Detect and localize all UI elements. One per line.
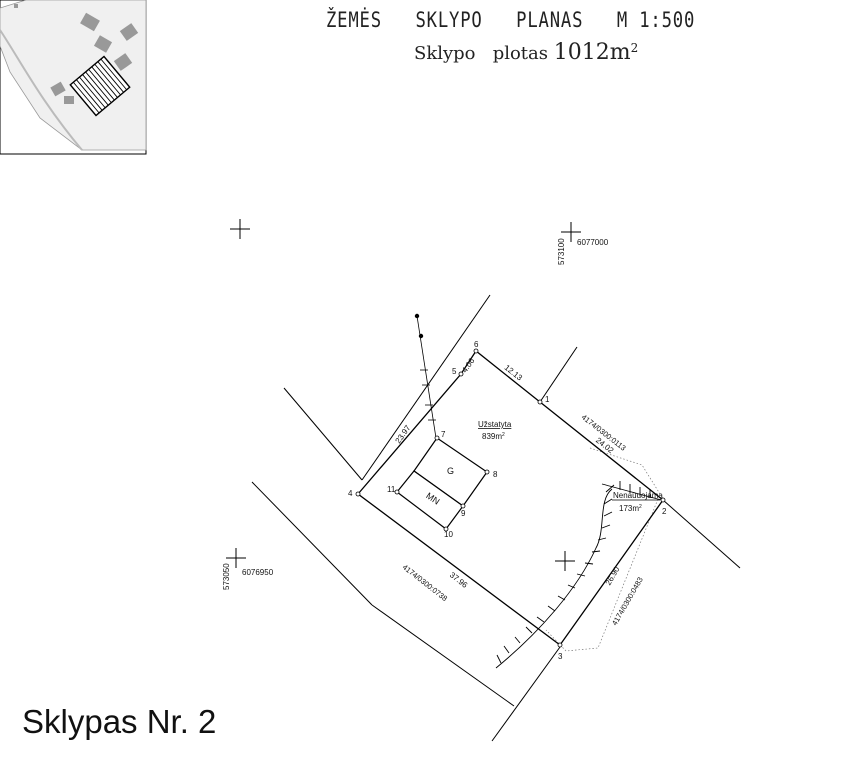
unused-area-value: 173m2: [619, 504, 642, 513]
road-edge-lines: [251, 294, 741, 742]
plot-area-value: 1012m: [553, 40, 631, 65]
boundary-points: [355, 348, 666, 648]
point-label-5: 5: [452, 367, 457, 376]
coordinate-sw-x: 6076950: [242, 568, 274, 577]
plot-caption: Sklypas Nr. 2: [22, 703, 217, 740]
built-area-value: 839m2: [482, 432, 505, 441]
point-label-4: 4: [348, 489, 353, 498]
point-label-3: 3: [558, 652, 563, 661]
built-area-label: Užstatyta 839m2: [478, 420, 512, 441]
point-label-7: 7: [441, 430, 446, 439]
neighbor-parcel-se: 4174/0300:0483: [610, 576, 645, 627]
point-label-8: 8: [493, 470, 498, 479]
unused-label: Nenaudojama: [613, 491, 663, 500]
dimension-2-3: 26.90: [604, 565, 622, 587]
point-label-11: 11: [387, 485, 396, 494]
point-label-6: 6: [474, 340, 479, 349]
unused-area-label: Nenaudojama 173m2: [612, 491, 663, 513]
point-label-1: 1: [545, 395, 550, 404]
dimension-3-4: 37.96: [448, 570, 470, 590]
neighbor-parcel-sw: 4174/0300:0738: [401, 562, 449, 602]
utility-line: [414, 313, 437, 439]
point-label-9: 9: [461, 509, 466, 518]
coordinate-ne-y: 573100: [557, 238, 566, 265]
built-label: Užstatyta: [478, 420, 512, 429]
point-label-10: 10: [444, 530, 453, 539]
dimension-5-6: 4.06: [460, 356, 477, 374]
point-label-2: 2: [662, 507, 667, 516]
plot-area-unit-sup: 2: [630, 41, 639, 55]
coordinate-sw-y: 573050: [222, 563, 231, 590]
coordinate-ne-x: 6077000: [577, 238, 609, 247]
buildings: [396, 437, 488, 530]
unused-area-boundary: [545, 447, 661, 652]
location-inset-map: [0, 0, 147, 155]
plot-area-label: Sklypo plotas: [414, 43, 549, 64]
building-label-g: G: [447, 466, 454, 476]
dimension-6-1: 12.13: [503, 363, 525, 383]
grid-crosshairs: [226, 219, 581, 571]
plot-area-line: Sklypo plotas 1012m2: [414, 40, 638, 65]
plan-title: ŽEMĖS SKLYPO PLANAS M 1:500: [326, 8, 696, 32]
